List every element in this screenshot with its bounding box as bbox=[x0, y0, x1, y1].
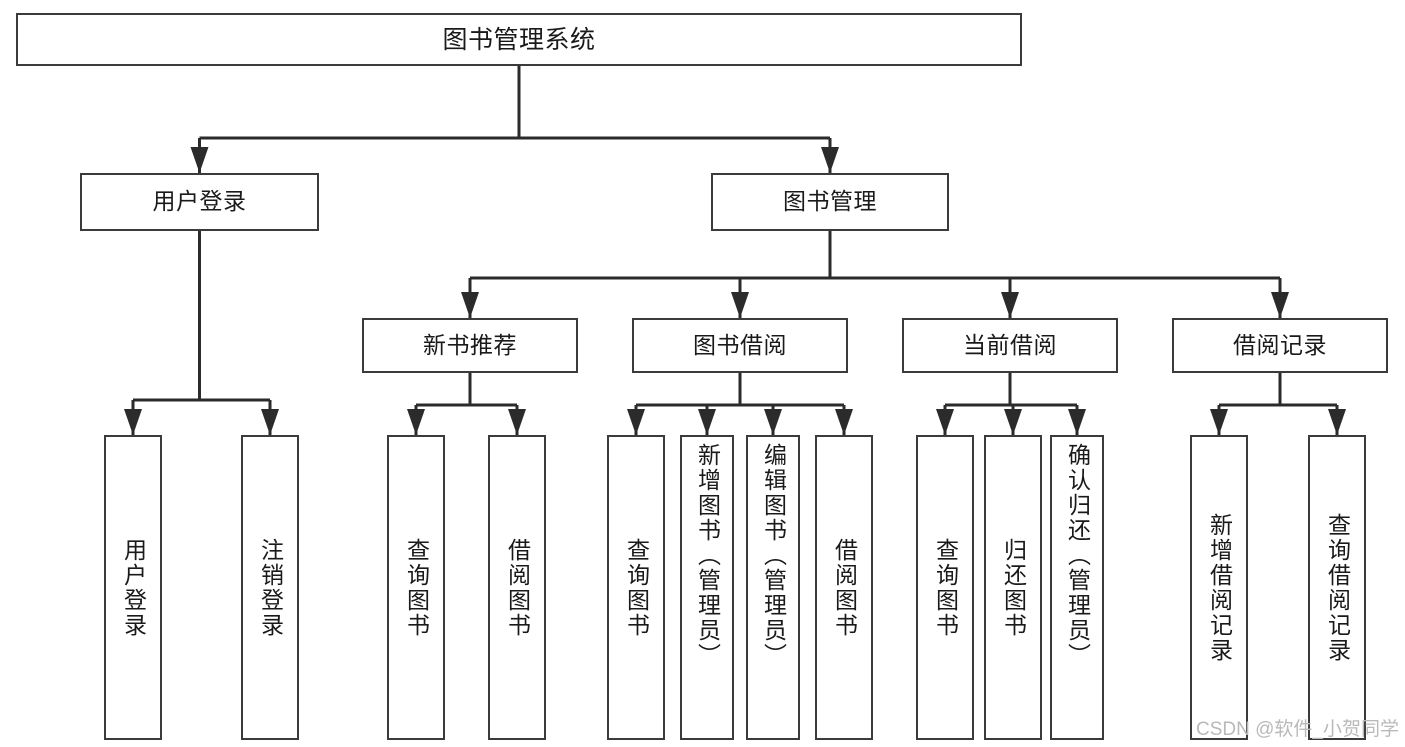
node-label: 查询图书 bbox=[403, 537, 430, 638]
node-label: 用户登录 bbox=[120, 537, 147, 638]
node-l1-bookmgmt[interactable]: 图书管理 bbox=[711, 173, 949, 231]
node-l1-login[interactable]: 用户登录 bbox=[80, 173, 319, 231]
node-l3-borrowbook2[interactable]: 借阅图书 bbox=[815, 435, 873, 740]
node-label: 借阅图书 bbox=[831, 537, 858, 638]
connector-arrowhead bbox=[124, 409, 142, 435]
node-label: 新书推荐 bbox=[423, 331, 517, 358]
node-l3-queryrecord[interactable]: 查询借阅记录 bbox=[1308, 435, 1366, 740]
node-l3-borrowbook1[interactable]: 借阅图书 bbox=[488, 435, 546, 740]
node-l2-current[interactable]: 当前借阅 bbox=[902, 318, 1118, 373]
node-root[interactable]: 图书管理系统 bbox=[16, 13, 1022, 66]
node-label: 新增图书（管理员） bbox=[694, 443, 721, 668]
node-label: 新增借阅记录 bbox=[1206, 512, 1233, 663]
node-label: 查询借阅记录 bbox=[1324, 512, 1351, 663]
node-l3-querybook1[interactable]: 查询图书 bbox=[387, 435, 445, 740]
node-l3-userlogin[interactable]: 用户登录 bbox=[104, 435, 162, 740]
connector-arrowhead bbox=[190, 147, 209, 173]
node-label: 注销登录 bbox=[257, 537, 284, 638]
connector-arrowhead bbox=[1004, 409, 1022, 435]
connector-arrowhead bbox=[1328, 409, 1346, 435]
node-l3-editbook[interactable]: 编辑图书（管理员） bbox=[746, 435, 800, 740]
node-l3-returnbook[interactable]: 归还图书 bbox=[984, 435, 1042, 740]
node-label: 借阅图书 bbox=[504, 537, 531, 638]
node-label: 编辑图书（管理员） bbox=[760, 443, 787, 668]
node-label: 当前借阅 bbox=[963, 331, 1057, 358]
connector-arrowhead bbox=[821, 147, 839, 173]
connector-arrowhead bbox=[1271, 292, 1289, 318]
connector-arrowhead bbox=[764, 409, 782, 435]
node-label: 图书借阅 bbox=[693, 331, 787, 358]
node-label: 用户登录 bbox=[152, 188, 247, 215]
connector-arrowhead bbox=[461, 292, 479, 318]
connector-arrowhead bbox=[508, 409, 526, 435]
connector-arrowhead bbox=[731, 292, 749, 318]
connector-arrowhead bbox=[1068, 409, 1086, 435]
node-l3-querybook2[interactable]: 查询图书 bbox=[607, 435, 665, 740]
node-l3-addrecord[interactable]: 新增借阅记录 bbox=[1190, 435, 1248, 740]
connector-arrowhead bbox=[627, 409, 645, 435]
node-l3-addbook[interactable]: 新增图书（管理员） bbox=[680, 435, 734, 740]
connector-arrowhead bbox=[936, 409, 954, 435]
node-label: 图书管理 bbox=[783, 188, 877, 215]
connector-arrowhead bbox=[261, 409, 279, 435]
node-label: 查询图书 bbox=[932, 537, 959, 638]
watermark: CSDN @软件_小贺同学 bbox=[1196, 719, 1399, 740]
connector-arrowhead bbox=[1001, 292, 1019, 318]
node-label: 归还图书 bbox=[1000, 537, 1027, 638]
connector-arrowhead bbox=[698, 409, 716, 435]
node-label: 借阅记录 bbox=[1233, 331, 1327, 358]
node-l2-newbook[interactable]: 新书推荐 bbox=[362, 318, 578, 373]
node-label: 图书管理系统 bbox=[442, 25, 596, 54]
node-l2-borrow[interactable]: 图书借阅 bbox=[632, 318, 848, 373]
connector-arrowhead bbox=[835, 409, 853, 435]
node-label: 确认归还（管理员） bbox=[1064, 443, 1091, 668]
node-label: 查询图书 bbox=[623, 537, 650, 638]
node-l3-confirm[interactable]: 确认归还（管理员） bbox=[1050, 435, 1104, 740]
node-l2-records[interactable]: 借阅记录 bbox=[1172, 318, 1388, 373]
node-l3-logout[interactable]: 注销登录 bbox=[241, 435, 299, 740]
node-l3-querybook3[interactable]: 查询图书 bbox=[916, 435, 974, 740]
connector-arrowhead bbox=[407, 409, 425, 435]
connector-arrowhead bbox=[1210, 409, 1228, 435]
